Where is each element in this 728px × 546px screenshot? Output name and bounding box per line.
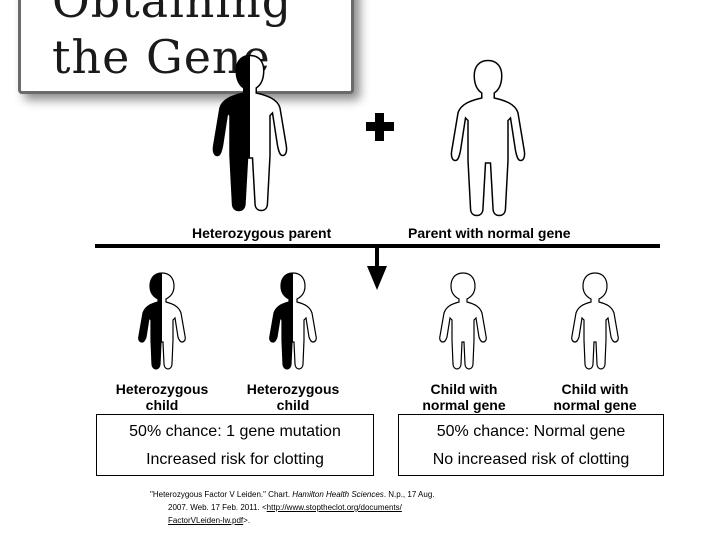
- normal-outcome-box: 50% chance: Normal gene No increased ris…: [398, 414, 664, 476]
- heterozygous-parent-label: Heterozygous parent: [192, 225, 332, 241]
- plus-icon: [366, 113, 394, 141]
- heterozygous-outcome-box: 50% chance: 1 gene mutation Increased ri…: [96, 414, 374, 476]
- heterozygous-parent-figure: [212, 54, 288, 212]
- down-arrow-icon: [367, 248, 387, 290]
- normal-child-figure-2: [571, 272, 619, 370]
- normal-parent-figure: [450, 59, 526, 217]
- heterozygous-outcome-line1: 50% chance: 1 gene mutation: [129, 423, 341, 440]
- normal-outcome-line1: 50% chance: Normal gene: [436, 423, 626, 440]
- heterozygous-child-figure-1: [138, 272, 186, 370]
- divider-line: [95, 244, 660, 248]
- heterozygous-outcome-line2: Increased risk for clotting: [146, 451, 324, 468]
- heterozygous-child-figure-2: [269, 272, 317, 370]
- citation-source: Hamilton Health Sciences: [292, 490, 384, 499]
- citation-link-cont[interactable]: FactorVLeiden-lw.pdf: [168, 516, 244, 525]
- title-frame: [18, 0, 354, 94]
- normal-child-figure-1: [439, 272, 487, 370]
- citation: "Heterozygous Factor V Leiden." Chart. H…: [150, 490, 435, 525]
- slide-title-line1: Obtaining: [52, 0, 293, 28]
- slide-title-line2: the Gene: [52, 30, 271, 84]
- normal-outcome-line2: No increased risk of clotting: [432, 451, 630, 468]
- normal-parent-label: Parent with normal gene: [408, 225, 571, 241]
- citation-link[interactable]: http://www.stoptheclot.org/documents/: [266, 503, 402, 512]
